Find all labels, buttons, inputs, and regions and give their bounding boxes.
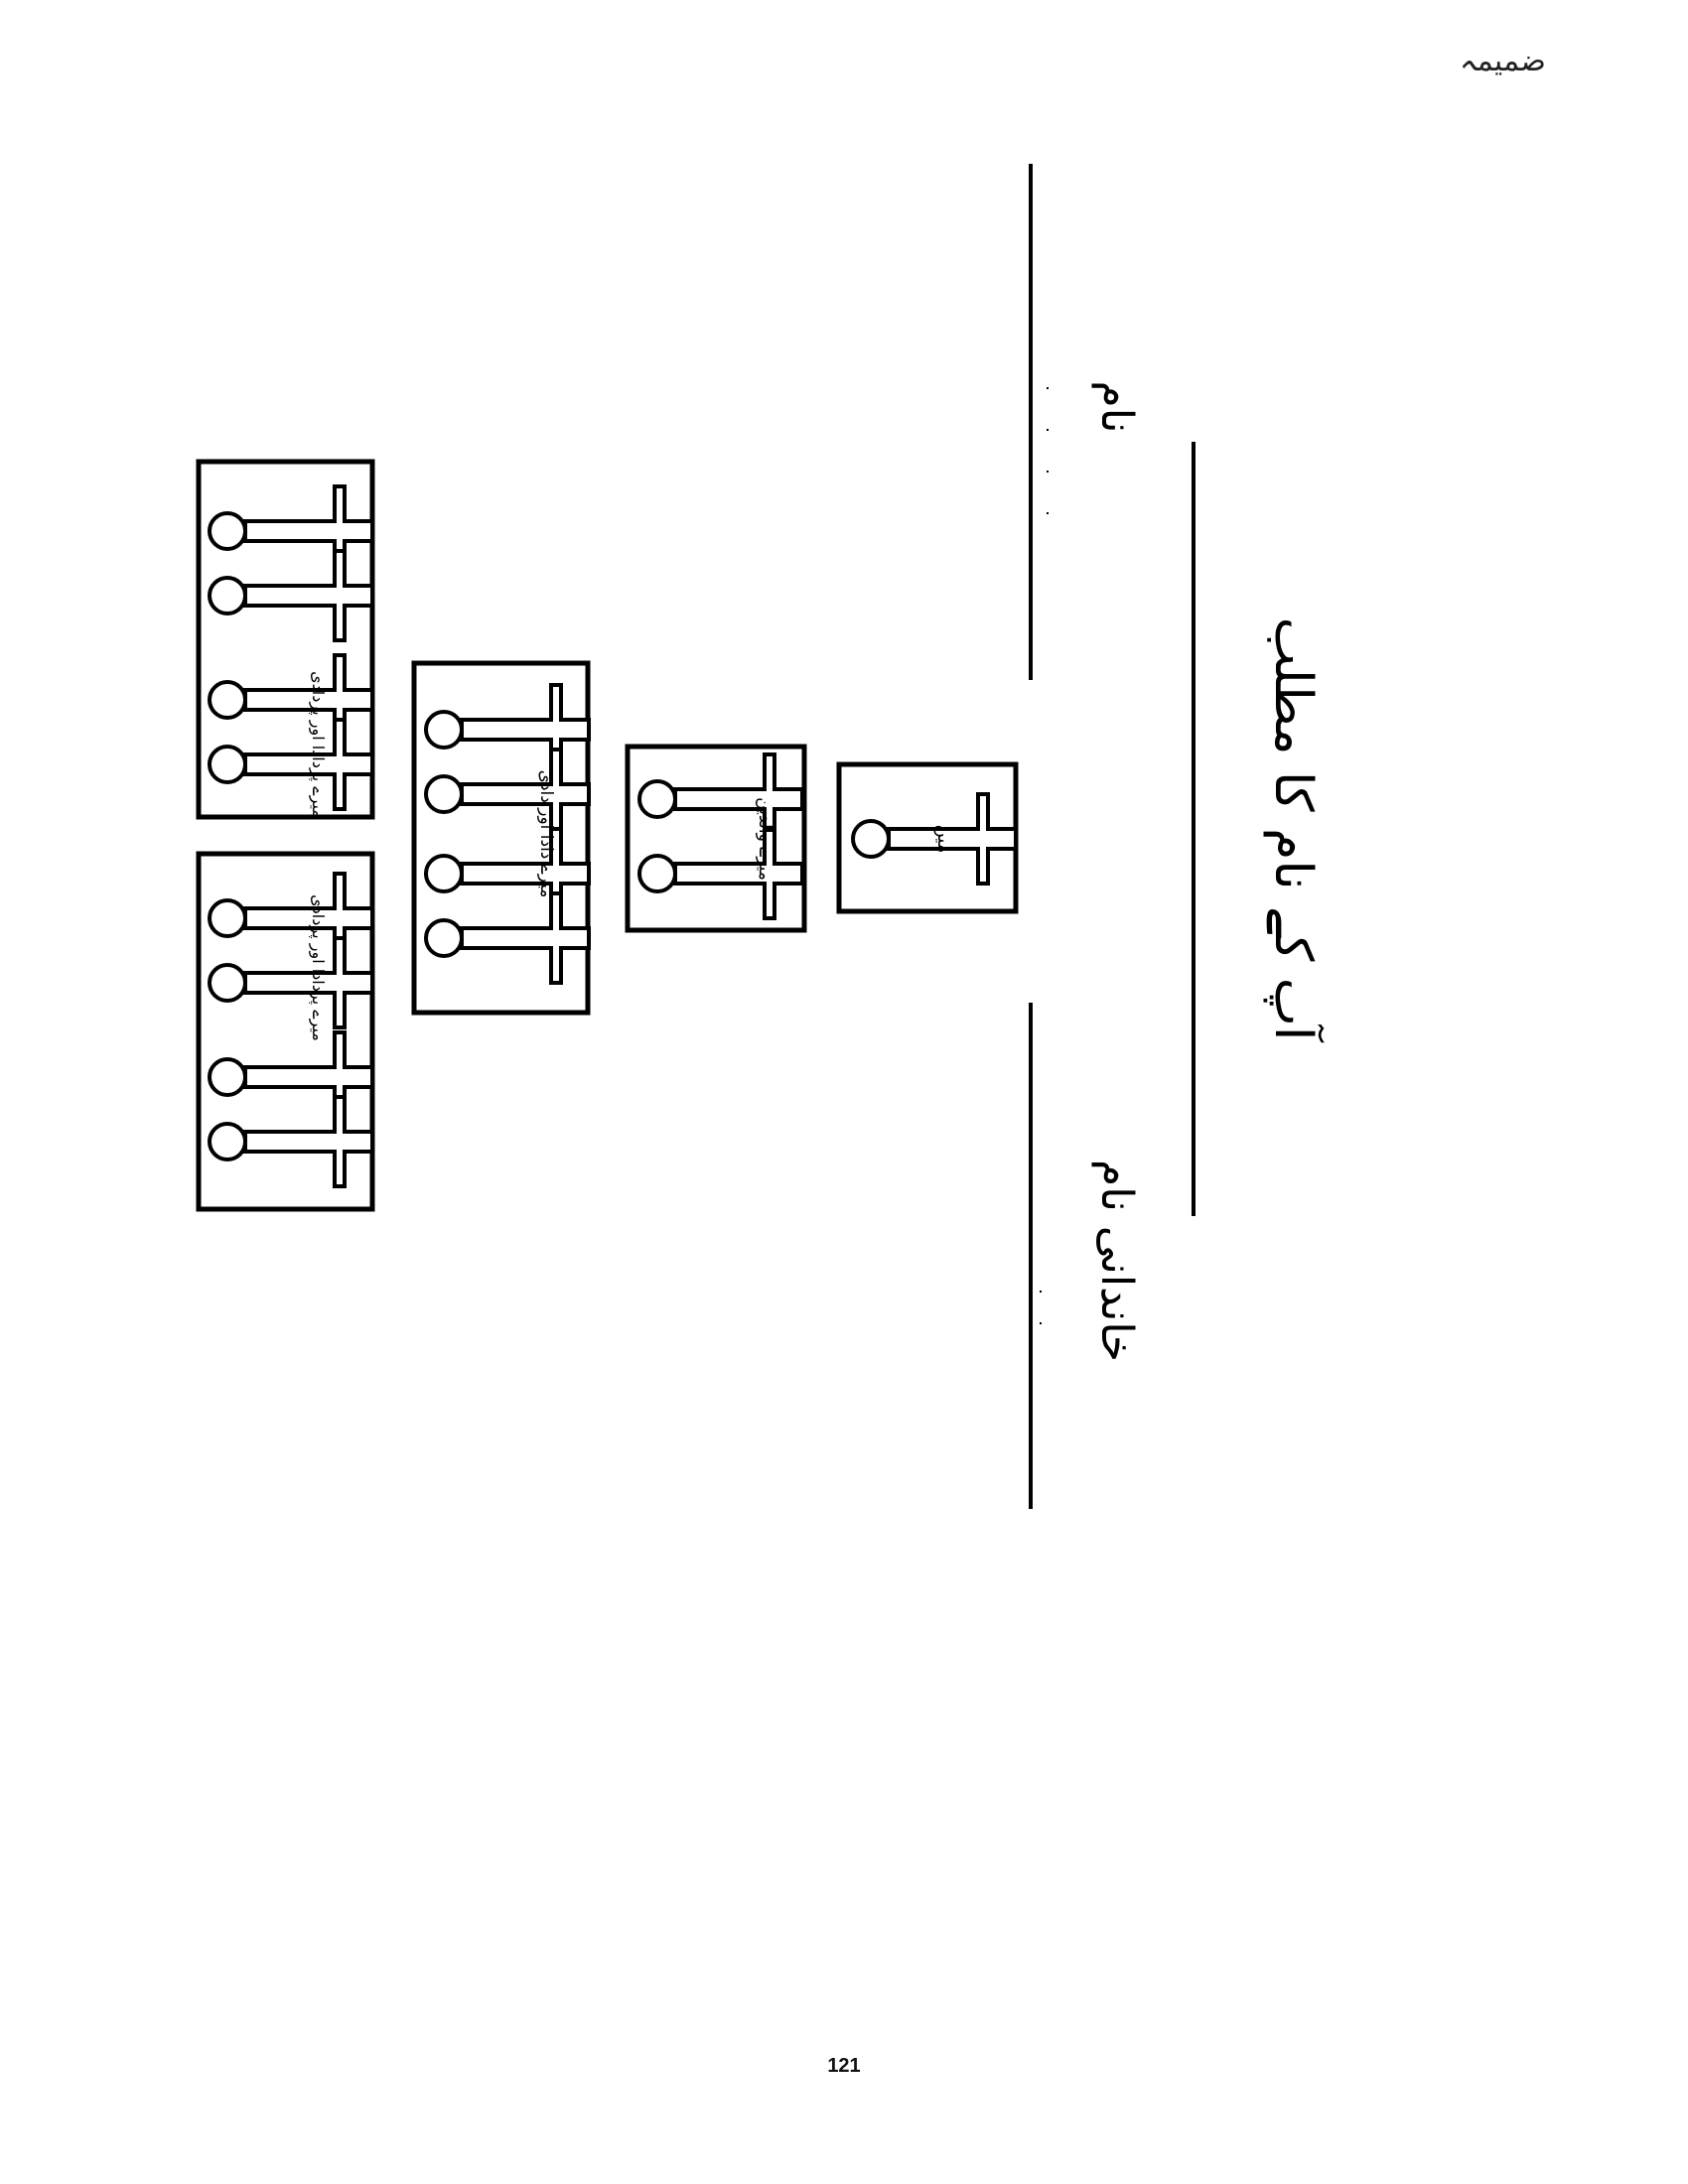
- box-label-grandparents: میرے دادا اور دادی: [536, 770, 556, 898]
- page-number: 121: [827, 2055, 861, 2077]
- box-label-self: میں: [933, 825, 954, 854]
- box-self: میں: [836, 761, 1019, 914]
- name-meaning-label: آپ کے نام کا مطلب: [1263, 617, 1326, 1043]
- box-great-grandparents-paternal: میرے پردادا اور پردادی: [196, 459, 375, 820]
- box-label-great-grandparents-maternal: میرے پردادا اور پردادی: [308, 894, 328, 1041]
- box-label-parents: میرے والدین: [755, 797, 774, 881]
- name-label: نام: [1091, 381, 1142, 434]
- appendix-label: ضمیمہ: [1460, 44, 1546, 78]
- box-parents: میرے والدین: [625, 744, 807, 933]
- box-grandparents: میرے دادا اور دادی: [411, 660, 591, 1016]
- box-label-great-grandparents-paternal: میرے پردادا اور پردادی: [308, 671, 328, 818]
- family-name-label: خاندانی نام: [1091, 1160, 1142, 1362]
- box-great-grandparents-maternal: میرے پردادا اور پردادی: [196, 851, 375, 1212]
